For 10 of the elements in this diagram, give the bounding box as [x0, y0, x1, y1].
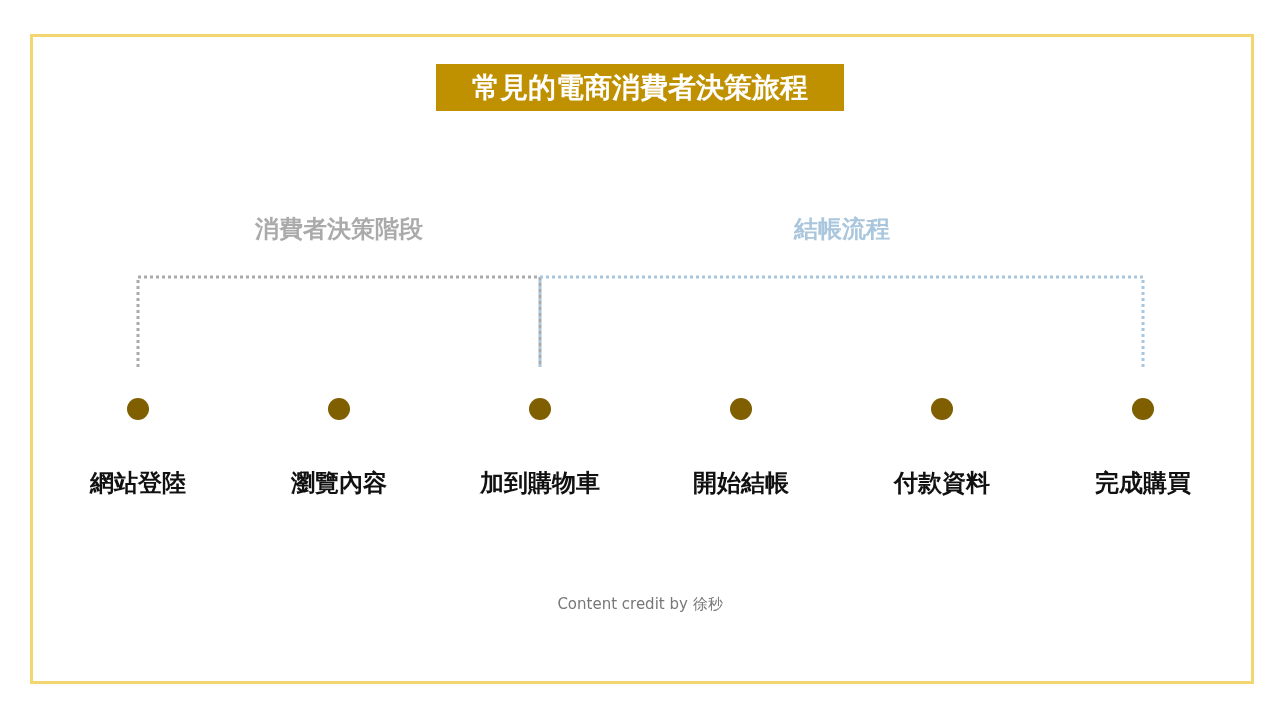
- step-label: 開始結帳: [692, 470, 790, 497]
- title: 常見的電商消費者決策旅程: [436, 64, 844, 111]
- step-label: 網站登陸: [88, 470, 187, 497]
- credit-text: Content credit by 徐秒: [556, 595, 724, 614]
- stage-label: 消費者決策階段: [254, 216, 424, 243]
- step-label: 加到購物車: [478, 470, 601, 497]
- stage-label: 結帳流程: [792, 216, 891, 243]
- step-label: 瀏覽內容: [290, 470, 388, 497]
- step-label: 付款資料: [892, 470, 991, 497]
- step-label: 完成購買: [1094, 470, 1192, 497]
